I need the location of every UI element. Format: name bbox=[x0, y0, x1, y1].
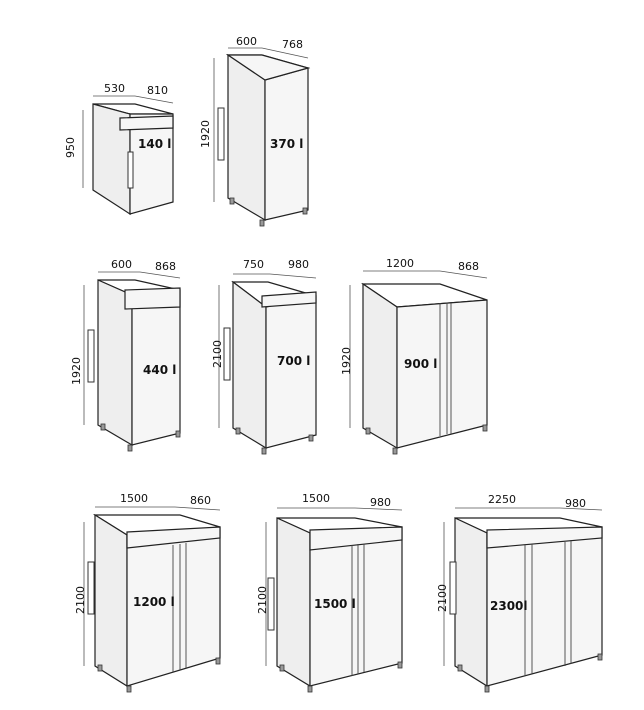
dim-width: 600 bbox=[111, 258, 132, 271]
dim-depth: 768 bbox=[282, 38, 303, 51]
dim-width: 750 bbox=[243, 258, 264, 271]
dim-height: 1920 bbox=[70, 357, 83, 385]
unit-140: 530 810 950 140 l bbox=[64, 82, 174, 216]
unit-1500: 1500 980 2100 1500 l bbox=[256, 492, 403, 693]
dim-height: 950 bbox=[64, 137, 77, 158]
unit-900: 1200 868 1920 900 l bbox=[340, 257, 488, 455]
capacity-label: 900 l bbox=[404, 357, 437, 371]
capacity-label: 1200 l bbox=[133, 595, 175, 609]
unit-440: 600 868 1920 440 l bbox=[70, 258, 181, 452]
dim-height: 1920 bbox=[340, 347, 353, 375]
dim-depth: 980 bbox=[288, 258, 309, 271]
dim-depth: 868 bbox=[155, 260, 176, 273]
dim-width: 2250 bbox=[488, 493, 516, 506]
capacity-label: 1500 l bbox=[314, 597, 356, 611]
dim-height: 2100 bbox=[74, 586, 87, 614]
capacity-label: 370 l bbox=[270, 137, 303, 151]
capacity-label: 2300l bbox=[490, 599, 528, 613]
dim-width: 1500 bbox=[302, 492, 330, 505]
capacity-label: 700 l bbox=[277, 354, 310, 368]
dim-height: 1920 bbox=[199, 120, 212, 148]
dim-width: 530 bbox=[104, 82, 125, 95]
unit-1200: 1500 860 2100 1200 l bbox=[74, 492, 221, 693]
dim-depth: 810 bbox=[147, 84, 168, 97]
dim-height: 2100 bbox=[436, 584, 449, 612]
dim-height: 2100 bbox=[256, 586, 269, 614]
capacity-label: 140 l bbox=[138, 137, 171, 151]
dim-width: 600 bbox=[236, 35, 257, 48]
dim-depth: 860 bbox=[190, 494, 211, 507]
dim-width: 1500 bbox=[120, 492, 148, 505]
dim-height: 2100 bbox=[211, 340, 224, 368]
dim-depth: 980 bbox=[565, 497, 586, 510]
capacity-label: 440 l bbox=[143, 363, 176, 377]
unit-370: 600 768 1920 370 l bbox=[199, 35, 311, 227]
unit-2300: 2250 980 2100 2300l bbox=[436, 493, 603, 693]
unit-700: 750 980 2100 700 l bbox=[211, 258, 317, 455]
dim-depth: 980 bbox=[370, 496, 391, 509]
dim-width: 1200 bbox=[386, 257, 414, 270]
dim-depth: 868 bbox=[458, 260, 479, 273]
